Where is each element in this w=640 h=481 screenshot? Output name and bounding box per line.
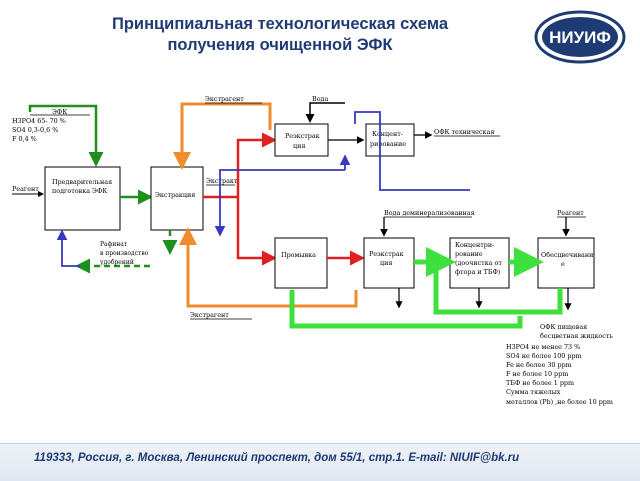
box-conc-bottom-line-4: фтора и ТБФ) — [455, 268, 500, 276]
extract-label: Экстракт — [206, 177, 238, 185]
extractant-bottom-label: Экстрагент — [190, 311, 229, 319]
box-prep-line-2: подготовка ЭФК — [52, 187, 107, 195]
box-conc-bottom-line-2: рование — [455, 250, 483, 258]
footer-address: 119333, Россия, г. Москва, Ленинский про… — [34, 452, 520, 464]
water-top-label: Вода — [312, 95, 328, 103]
extractant-bottom-stream — [179, 227, 358, 308]
product-stream-bypass — [433, 262, 516, 315]
product-title-line-1: ОФК пищевая — [540, 323, 587, 331]
title-line-2: получения очищенной ЭФК — [167, 36, 393, 54]
extractant-top-label: Экстрагент — [205, 95, 244, 103]
spec-tbf: ТБФ не более 1 ppm — [506, 379, 574, 387]
spec-fe: Fe не более 30 ppm — [506, 361, 572, 369]
box-prep-line-1: Предварительная — [52, 178, 112, 186]
box-reextraction-top — [274, 123, 329, 157]
spec-heavy-metals-2: металлов (Pb) ,не более 10 ppm — [506, 398, 613, 406]
box-extraction — [150, 166, 204, 231]
water-loop-stream — [354, 111, 470, 191]
box-decolorization — [537, 237, 595, 289]
spec-so4: SO4 не более 100 ppm — [506, 352, 582, 360]
box-conc-top-line-1: Концент- — [372, 130, 403, 138]
demin-water-label: Вода деминерализованная — [384, 209, 475, 217]
spec-f: F не более 10 ppm — [506, 370, 568, 378]
product-recycle-stream — [289, 290, 523, 329]
efk-input-label: ЭФК — [52, 108, 67, 116]
raffinate-line-1: Рафинат — [100, 241, 128, 248]
box-decolor-line-1: Обесцвечивани — [541, 251, 593, 259]
box-conc-bottom-line-3: (доочистка от — [455, 259, 502, 267]
efk-h3po4: H3PO4 65- 70 % — [12, 117, 66, 125]
raffinate-line-2: в производство — [100, 250, 149, 257]
box-decolor-line-2: е — [561, 260, 565, 268]
raffinate-line-3: удобрений — [100, 259, 134, 266]
spec-heavy-metals-1: Сумма тяжелых — [506, 388, 561, 396]
efk-f: F 0,4 % — [12, 135, 37, 143]
box-reextraction-bottom-line-1: Реэкстрак — [369, 250, 404, 258]
box-extraction-label: Экстракция — [155, 191, 195, 199]
spec-h3po4: H3PO4 не менее 73 % — [506, 343, 580, 351]
box-washing — [274, 237, 328, 289]
box-reextraction-bottom-line-2: ция — [380, 259, 392, 267]
box-reextraction-bottom — [363, 237, 415, 289]
extractant-return-stream — [173, 102, 272, 170]
reagent-right-label: Реагент — [557, 209, 584, 217]
efk-input-stream — [28, 104, 104, 167]
footer-band — [0, 443, 640, 481]
box-conc-bottom-line-1: Концентри- — [455, 241, 494, 249]
product-title-line-2: бесцветная жидкость — [540, 332, 613, 340]
title-line-1: Принципиальная технологическая схема — [111, 15, 449, 33]
logo-text: НИУИФ — [549, 28, 611, 47]
process-flow-diagram: ЭФК H3PO4 65- 70 % SO4 0,3-0,6 % F 0,4 %… — [12, 95, 613, 406]
box-preliminary-preparation — [44, 166, 121, 231]
box-reextraction-top-line-2: ция — [293, 142, 305, 150]
page-title: Принципиальная технологическая схема пол… — [60, 14, 500, 56]
efk-so4: SO4 0,3-0,6 % — [12, 126, 58, 134]
product-out-stream — [516, 288, 563, 315]
box-washing-label: Промывка — [281, 251, 316, 259]
box-concentration-top — [365, 123, 415, 157]
efk-technical-label: ОФК техническая — [434, 128, 494, 136]
niuif-logo: НИУИФ — [534, 10, 626, 64]
box-conc-top-line-2: рирование — [370, 140, 406, 148]
box-reextraction-top-line-1: Реэкстрак — [285, 132, 320, 140]
reagent-left-label: Реагент — [12, 185, 39, 193]
water-to-extraction-stream — [214, 169, 345, 237]
